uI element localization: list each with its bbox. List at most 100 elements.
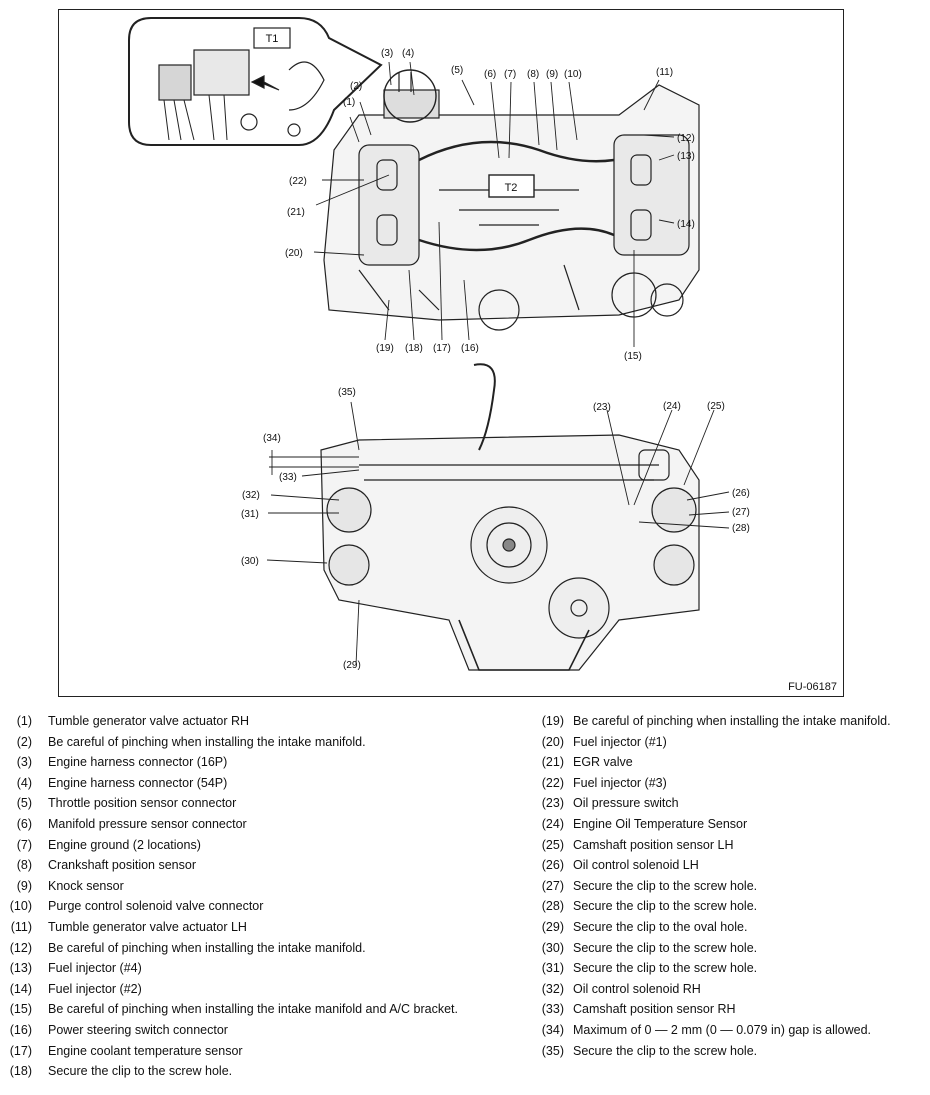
legend-text: Maximum of 0 — 2 mm (0 — 0.079 in) gap i…: [573, 1022, 872, 1037]
legend-text: Power steering switch connector: [48, 1022, 228, 1037]
legend-num: (8): [16, 858, 32, 873]
callout-25: (25): [707, 401, 725, 412]
legend-text: Secure the clip to the oval hole.: [573, 919, 748, 934]
callout-1: (1): [343, 97, 355, 108]
callout-35: (35): [338, 387, 356, 398]
legend-text: Secure the clip to the screw hole.: [573, 878, 758, 893]
legend-text: Camshaft position sensor LH: [573, 837, 734, 852]
callout-29: (29): [343, 660, 361, 671]
t1-tag: T1: [266, 33, 279, 45]
callout-15: (15): [624, 351, 642, 362]
legend-text: Fuel injector (#4): [48, 961, 142, 976]
callout-27: (27): [732, 507, 750, 518]
legend-num: (20): [541, 734, 564, 749]
legend-text: Tumble generator valve actuator RH: [48, 714, 250, 728]
engine-top-view: T2: [323, 69, 700, 331]
inset-detail-t1: T1: [128, 17, 383, 146]
legend-num: (35): [541, 1043, 564, 1058]
callout-10: (10): [564, 69, 582, 80]
callout-12: (12): [677, 133, 695, 144]
callout-21: (21): [287, 207, 305, 218]
callout-labels: (1) (2) (3) (4) (5) (6) (7) (8) (9) (10)…: [241, 48, 750, 671]
leader-lines: [266, 61, 730, 666]
legend-num: (25): [541, 837, 564, 852]
callout-16: (16): [461, 343, 479, 354]
callout-20: (20): [285, 248, 303, 259]
legend-num: (9): [16, 878, 32, 893]
callout-7: (7): [504, 69, 516, 80]
t2-tag-box: [488, 174, 535, 198]
callout-9: (9): [546, 69, 558, 80]
callout-22: (22): [289, 176, 307, 187]
legend-text: Engine Oil Temperature Sensor: [573, 816, 748, 831]
legend-num: (34): [541, 1022, 564, 1037]
legend-text: Engine coolant temperature sensor: [48, 1043, 243, 1058]
legend-text: Knock sensor: [48, 878, 124, 893]
callout-19: (19): [376, 343, 394, 354]
callout-14: (14): [677, 219, 695, 230]
legend-num: (28): [541, 899, 564, 914]
legend-text: Be careful of pinching when installing t…: [48, 1002, 458, 1017]
callout-17: (17): [433, 343, 451, 354]
callout-5: (5): [451, 65, 463, 76]
legend-text: Purge control solenoid valve connector: [48, 899, 264, 914]
legend-num: (4): [16, 775, 32, 790]
legend-num: (11): [10, 919, 32, 934]
legend: (1) Tumble generator valve actuator RH (2…: [0, 714, 930, 1094]
legend-text: Be careful of pinching when installing t…: [573, 714, 891, 728]
legend-num: (2): [16, 734, 32, 749]
legend-text: Tumble generator valve actuator LH: [48, 919, 247, 934]
callout-2: (2): [350, 81, 362, 92]
callout-33: (33): [279, 472, 297, 483]
figure-code: FU-06187: [788, 681, 837, 693]
legend-num: (23): [541, 796, 564, 811]
legend-num: (16): [9, 1022, 32, 1037]
callout-34: (34): [263, 433, 281, 444]
legend-text: Camshaft position sensor RH: [573, 1002, 736, 1017]
t2-tag: T2: [505, 182, 518, 194]
legend-text: Oil pressure switch: [573, 796, 679, 811]
legend-num: (15): [9, 1002, 32, 1017]
legend-text: Be careful of pinching when installing t…: [48, 940, 366, 955]
legend-num: (18): [9, 1064, 32, 1079]
callout-26: (26): [732, 488, 750, 499]
callout-31: (31): [241, 509, 259, 520]
legend-num: (12): [9, 940, 32, 955]
legend-text: Throttle position sensor connector: [48, 796, 237, 811]
legend-num: (1): [16, 714, 32, 728]
callout-3: (3): [381, 48, 393, 59]
callout-18: (18): [405, 343, 423, 354]
legend-num: (6): [16, 816, 32, 831]
t1-tag-box: [253, 27, 291, 49]
legend-num: (7): [16, 837, 32, 852]
legend-num: (31): [541, 961, 564, 976]
callout-30: (30): [241, 556, 259, 567]
legend-text: Engine ground (2 locations): [48, 837, 201, 852]
legend-text: EGR valve: [573, 755, 633, 770]
legend-text: Crankshaft position sensor: [48, 858, 196, 873]
legend-num: (19): [541, 714, 564, 728]
callout-6: (6): [484, 69, 496, 80]
legend-text: Fuel injector (#3): [573, 775, 667, 790]
engine-front-view: [320, 363, 700, 671]
legend-num: (3): [16, 755, 32, 770]
legend-text: Fuel injector (#1): [573, 734, 667, 749]
legend-num: (14): [9, 981, 32, 996]
legend-num: (5): [16, 796, 32, 811]
legend-text: Engine harness connector (54P): [48, 775, 228, 790]
legend-text: Fuel injector (#2): [48, 981, 142, 996]
callout-8: (8): [527, 69, 539, 80]
callout-32: (32): [242, 490, 260, 501]
callout-13: (13): [677, 151, 695, 162]
legend-text: Be careful of pinching when installing t…: [48, 734, 366, 749]
legend-num: (32): [541, 981, 564, 996]
legend-num: (17): [9, 1043, 32, 1058]
callout-23: (23): [593, 402, 611, 413]
callout-11: (11): [656, 67, 673, 78]
legend-num: (24): [541, 816, 564, 831]
legend-text: Secure the clip to the screw hole.: [573, 1043, 758, 1058]
legend-num: (22): [541, 775, 564, 790]
legend-text: Secure the clip to the screw hole.: [573, 940, 758, 955]
callout-24: (24): [663, 401, 681, 412]
legend-text: Secure the clip to the screw hole.: [573, 961, 758, 976]
